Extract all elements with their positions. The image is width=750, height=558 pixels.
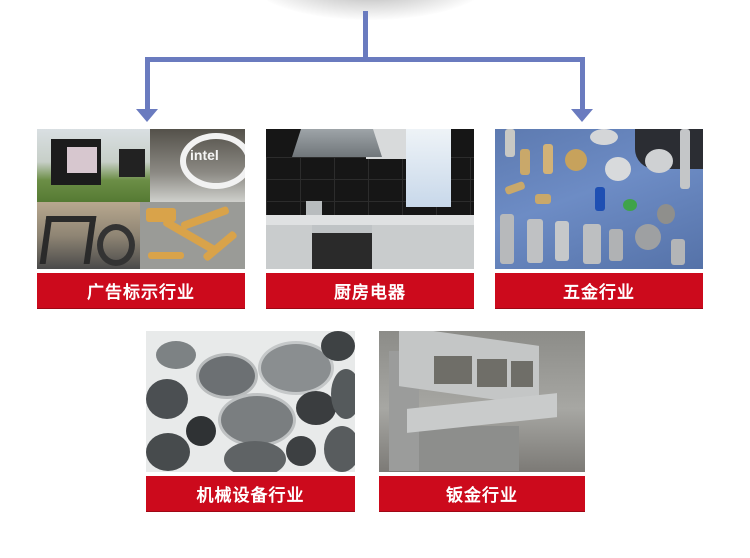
industry-label: 机械设备行业: [146, 476, 355, 512]
connector-right-branch: [580, 57, 585, 111]
sheet-metal-image: [379, 331, 585, 472]
top-shadow-decoration: [250, 0, 490, 20]
connector-left-branch: [145, 57, 150, 111]
industry-card-advertising: intel 广告标示行业: [37, 129, 245, 309]
industry-label: 钣金行业: [379, 476, 585, 512]
industry-card-hardware: 五金行业: [495, 129, 703, 309]
connector-horizontal-bar: [145, 57, 585, 62]
advertising-signage-image: intel: [37, 129, 245, 269]
industry-label: 五金行业: [495, 273, 703, 309]
hardware-parts-image: [495, 129, 703, 269]
industry-label: 广告标示行业: [37, 273, 245, 309]
arrow-down-icon: [571, 109, 593, 122]
arrow-down-icon: [136, 109, 158, 122]
industry-label: 厨房电器: [266, 273, 474, 309]
industry-card-kitchen: 厨房电器: [266, 129, 474, 309]
connector-vertical-trunk: [363, 11, 368, 61]
machinery-equipment-image: [146, 331, 355, 472]
kitchen-appliance-image: [266, 129, 474, 269]
industry-card-machinery: 机械设备行业: [146, 331, 355, 512]
industry-card-sheet-metal: 钣金行业: [379, 331, 585, 512]
